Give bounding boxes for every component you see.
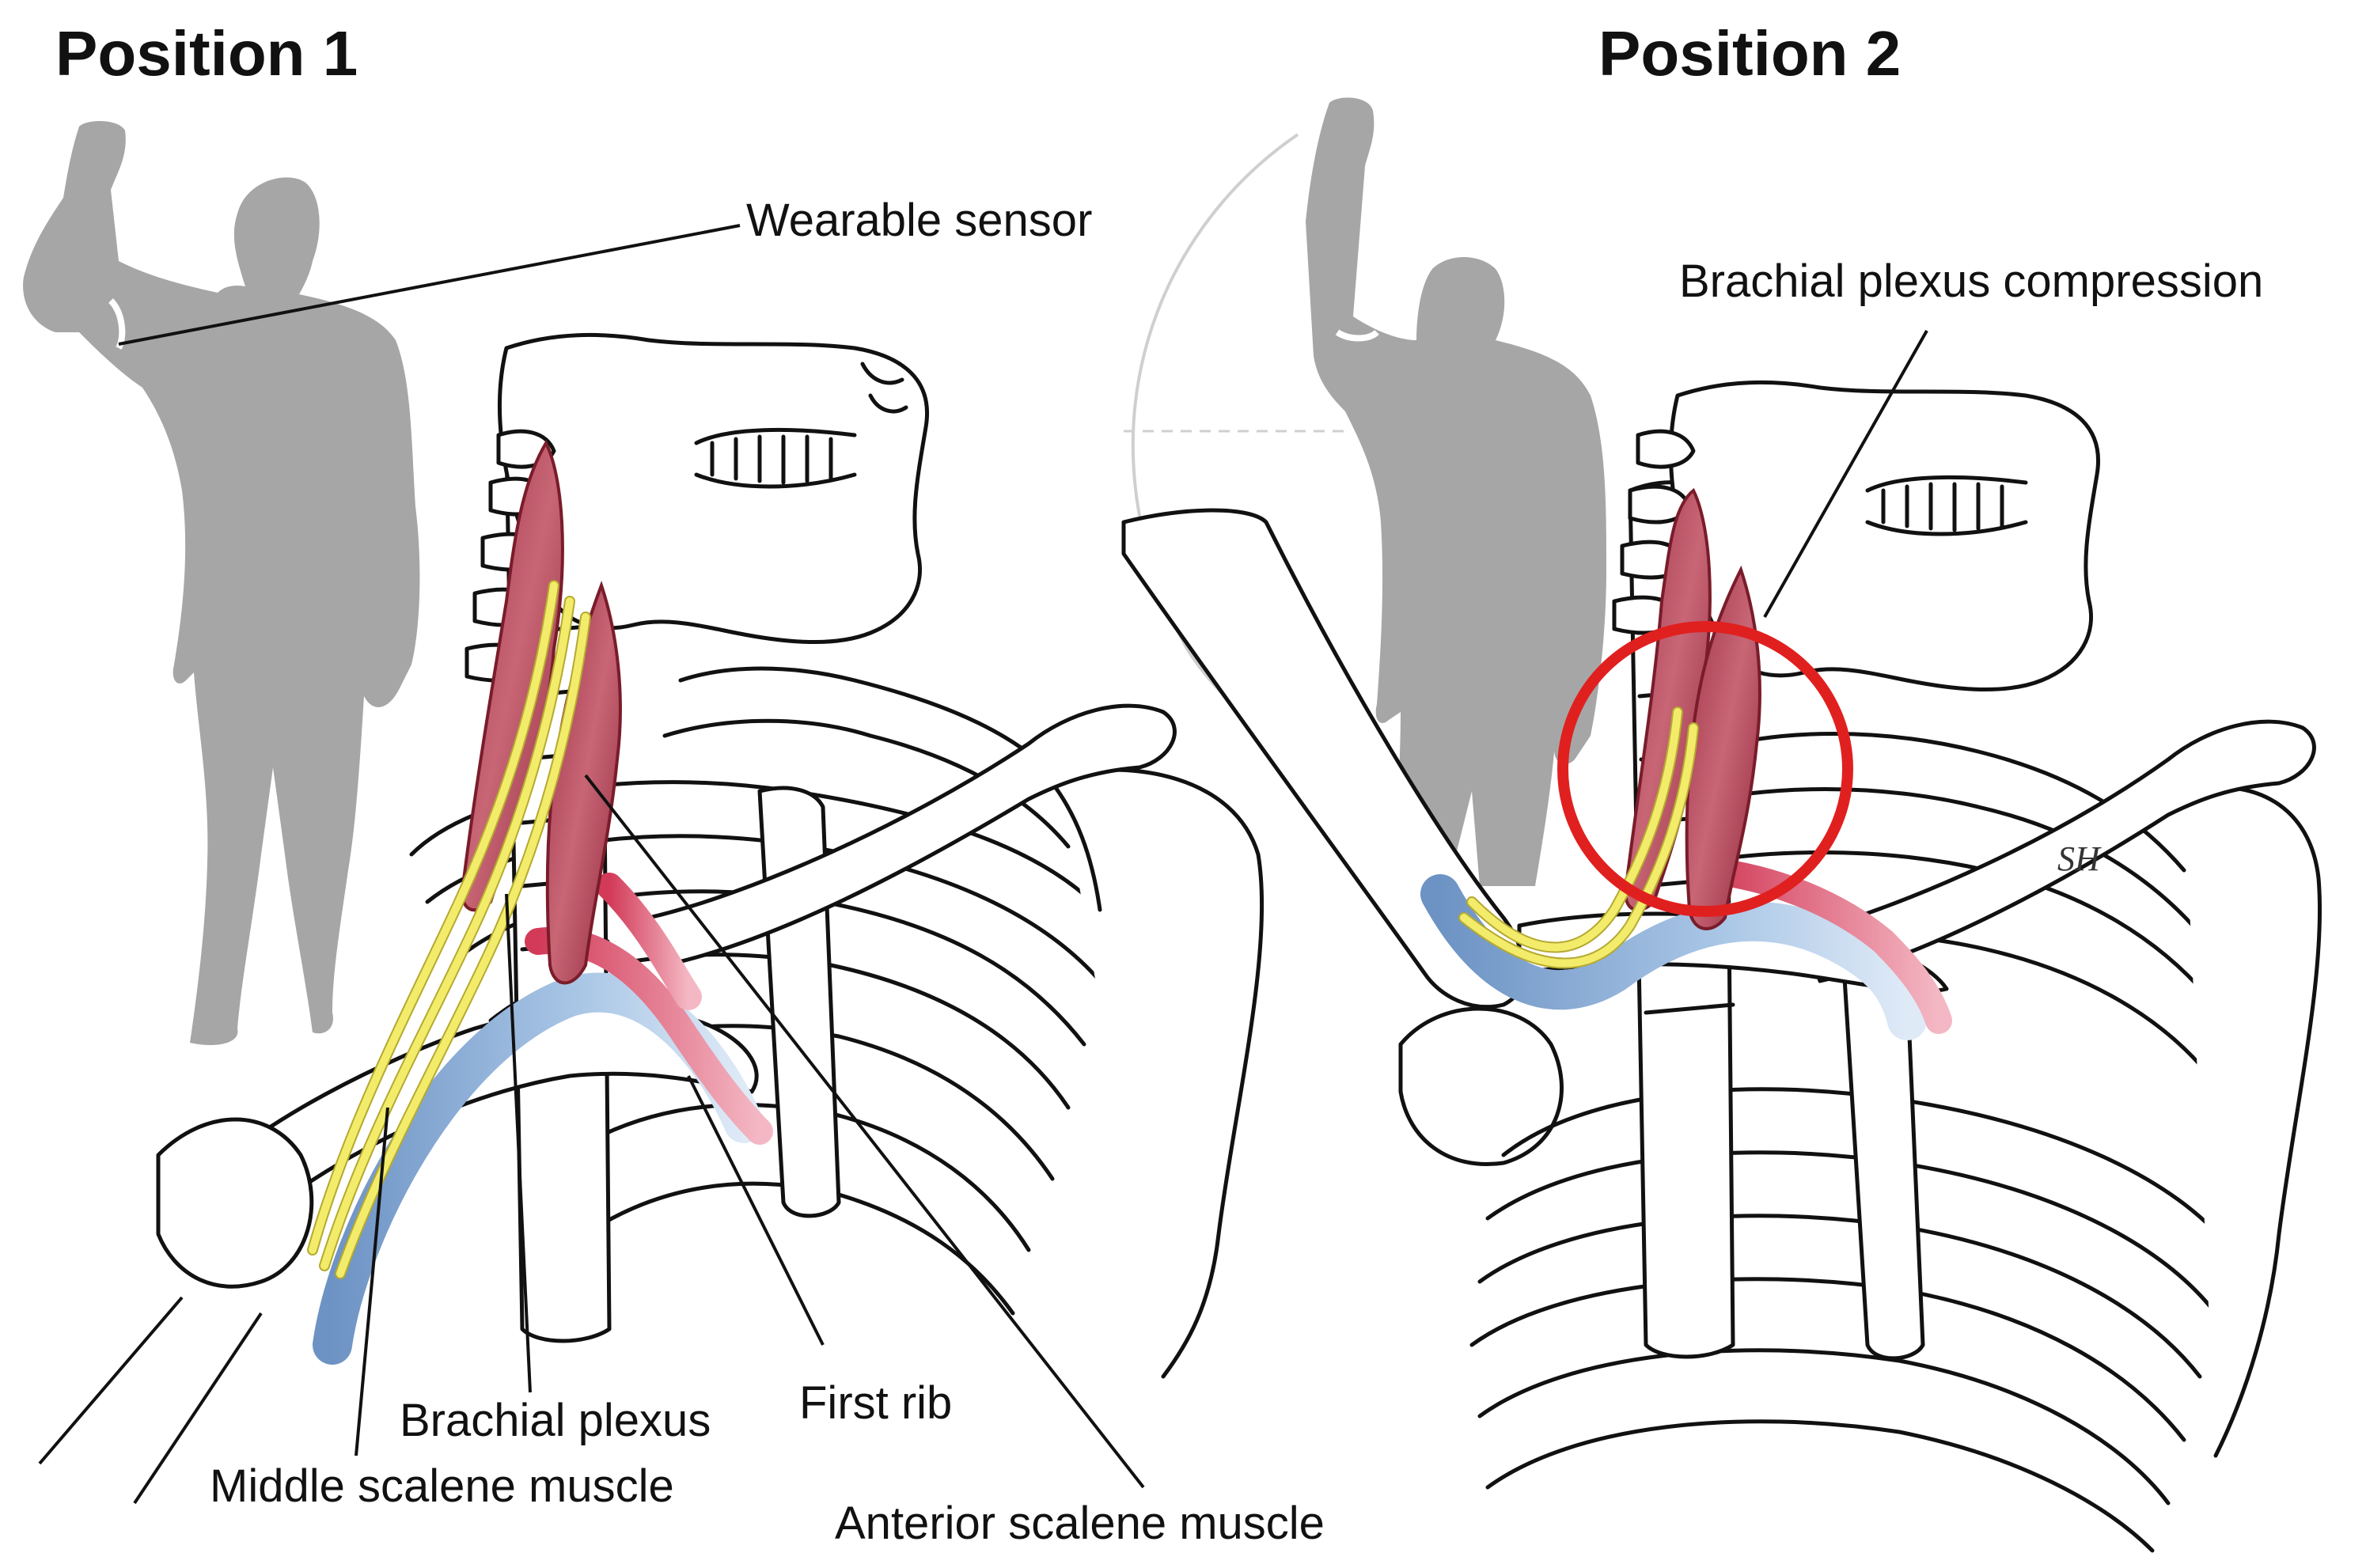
middle-scalene-muscle [461, 439, 564, 912]
human-silhouette-position-2 [1306, 97, 1606, 886]
label-brachial-plexus-compression: Brachial plexus compression [1679, 256, 2263, 307]
artery-branch-position-1 [596, 873, 702, 1010]
humeral-head-position-2 [1398, 1006, 1564, 1166]
panel-title-position-1: Position 1 [55, 18, 358, 89]
label-middle-scalene-muscle: Middle scalene muscle [210, 1460, 674, 1512]
subclavian-vein-position-2 [1420, 874, 1927, 1040]
human-silhouette-position-1 [23, 121, 420, 1045]
clavicle-position-1 [646, 703, 1177, 968]
compression-highlight-circle [1557, 621, 1853, 917]
label-brachial-plexus: Brachial plexus [400, 1395, 711, 1446]
label-wearable-sensor: Wearable sensor [746, 195, 1092, 246]
sensor-leader-line [118, 224, 741, 346]
first-rib-position-1 [211, 1007, 759, 1213]
middle-scalene-leader-line [355, 1107, 389, 1456]
panel-position-2: Position 2 [1121, 18, 2322, 1553]
compression-leader-line [1763, 330, 1928, 618]
left-shoulder-position-1 [156, 1117, 314, 1289]
label-anterior-scalene-muscle: Anterior scalene muscle [835, 1498, 1325, 1549]
label-first-rib: First rib [799, 1377, 952, 1429]
subclavian-artery-position-2 [1696, 857, 1952, 1034]
brachial-plexus-position-2 [1458, 706, 1699, 969]
panel-title-position-2: Position 2 [1598, 18, 1901, 89]
anterior-scalene-leader-line [584, 774, 1145, 1489]
skull-jaw-position-1 [497, 332, 929, 645]
panel-position-1: Position 1 [23, 18, 1325, 1549]
plexus-leader-line [505, 893, 532, 1393]
clavicle-position-2 [1802, 719, 2316, 983]
first-rib-leader-line [687, 1075, 825, 1346]
artist-signature: SH [2057, 839, 2102, 878]
anterior-scalene-muscle-position-2 [1685, 565, 1761, 930]
